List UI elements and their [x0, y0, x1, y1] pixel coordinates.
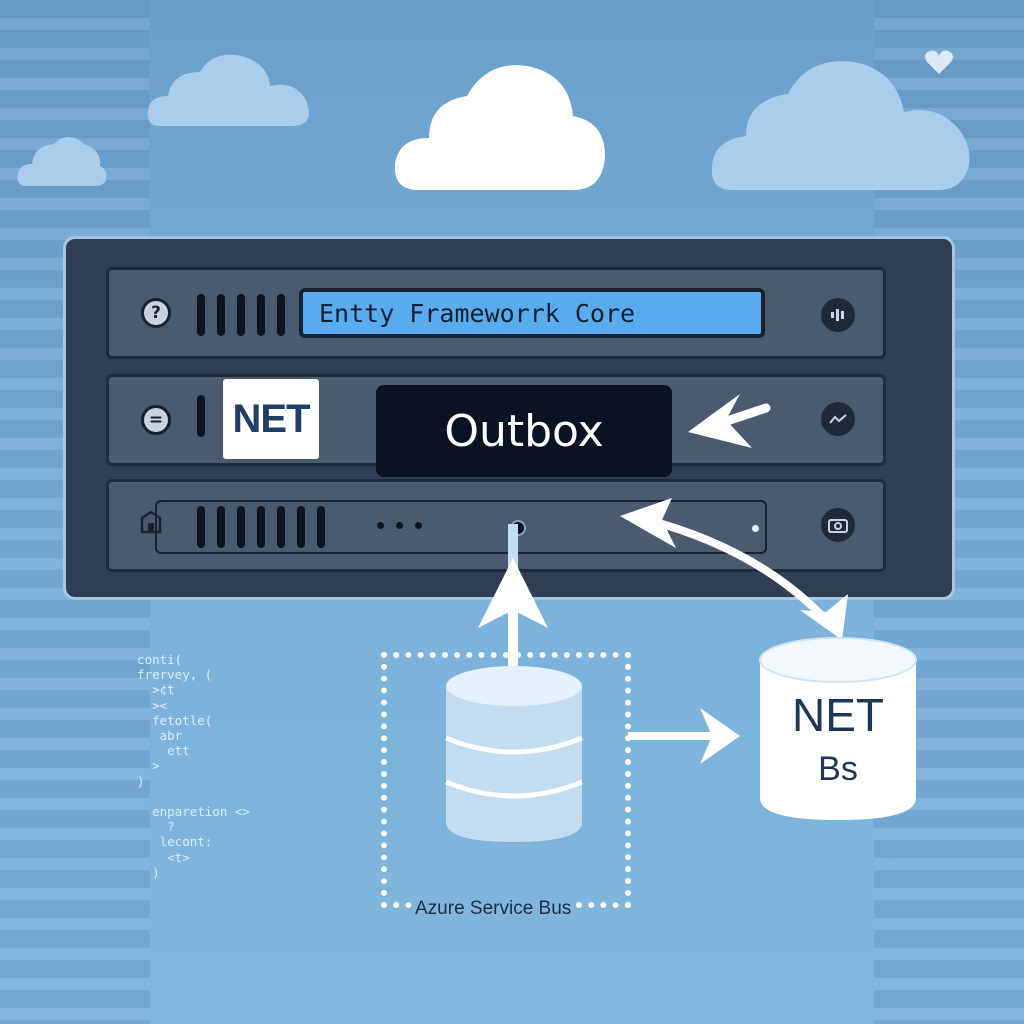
- vent-grille: [197, 395, 205, 437]
- code-snippet: conti( frervey, ( >¢t >< fetotle( abr et…: [137, 652, 250, 880]
- up-arrow-icon: [478, 558, 548, 685]
- net-badge: NET: [223, 379, 319, 459]
- heart-icon: [925, 50, 953, 74]
- cloud-icon: [711, 61, 970, 190]
- status-led: [752, 525, 759, 532]
- net-database-icon: [759, 637, 917, 820]
- queue-database-icon: [445, 666, 583, 842]
- right-arrow-icon: [628, 708, 740, 764]
- status-dots: [377, 522, 422, 529]
- menu-icon: =: [141, 405, 171, 435]
- ef-core-display: Entty Frameworrk Core: [299, 288, 765, 338]
- camera-icon: [821, 508, 855, 542]
- net-database-sublabel: Bs: [818, 750, 858, 788]
- cloud-icon: [394, 65, 605, 190]
- drive-slot: [155, 500, 767, 554]
- server-unit-ef-core: ? Entty Frameworrk Core: [106, 267, 886, 359]
- help-icon: ?: [141, 298, 171, 328]
- curved-double-arrow-icon: [620, 498, 848, 640]
- activity-icon: [821, 402, 855, 436]
- server-unit-outbox: = NET Outbox: [106, 374, 886, 477]
- arrow-to-outbox-icon: [688, 394, 771, 448]
- server-rack: ? Entty Frameworrk Core = NET Outbox: [63, 236, 955, 600]
- cloud-icon: [147, 54, 309, 126]
- net-database-label: NET: [792, 689, 884, 741]
- vent-grille: [197, 294, 285, 336]
- service-bus-label: Azure Service Bus: [412, 898, 575, 920]
- audio-icon: [821, 298, 855, 332]
- vent-grille: [197, 506, 325, 548]
- cloud-icon: [17, 137, 107, 186]
- server-unit-bus: [106, 479, 886, 572]
- outbox-label: Outbox: [376, 385, 672, 477]
